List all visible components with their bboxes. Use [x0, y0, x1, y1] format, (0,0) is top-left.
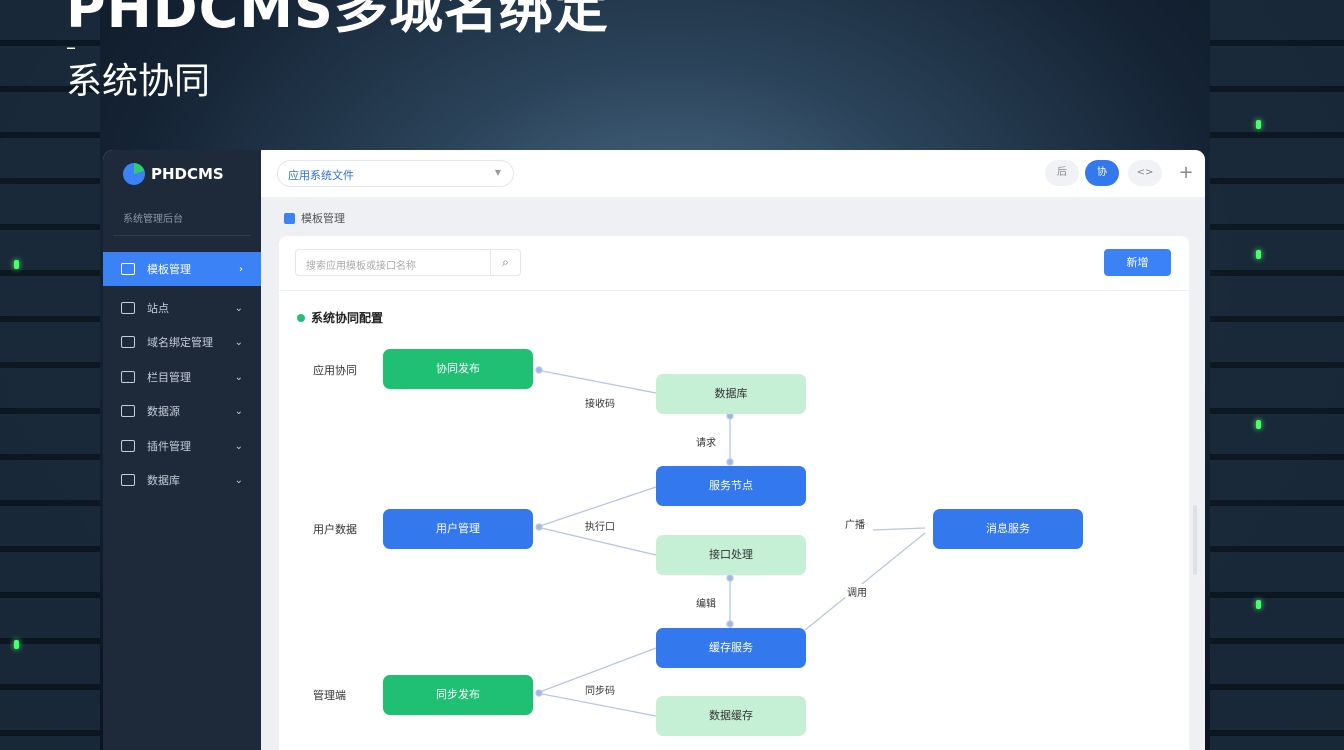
grid-icon	[121, 371, 135, 383]
chevron-down-icon: ⌄	[234, 474, 243, 486]
edge	[536, 369, 657, 394]
collab-button[interactable]: 协	[1085, 160, 1119, 186]
chevron-down-icon: ⌄	[234, 405, 243, 417]
status-dot	[297, 313, 305, 322]
add-button[interactable]: +	[1178, 162, 1194, 183]
server-rack-left	[0, 0, 100, 750]
flow-node[interactable]: 服务节点	[656, 466, 806, 506]
box-icon	[121, 263, 135, 275]
row-label: 管理端	[313, 689, 346, 702]
edge-label: 执行口	[583, 518, 617, 533]
file-icon	[121, 474, 135, 486]
hero-title: PHDCMS多城名绑定	[66, 0, 609, 40]
sidebar: PHDCMS 系统管理后台 模板管理 › 站点 ⌄ 域名绑定管理 ⌄ 栏目管理 ⌄ 数据…	[103, 150, 261, 750]
search-icon: ⌕	[502, 255, 509, 269]
flow-node[interactable]: 数据缓存	[656, 696, 806, 736]
status-led	[14, 640, 19, 649]
breadcrumb-text[interactable]: 模板管理	[301, 212, 345, 225]
row-label: 用户数据	[313, 523, 357, 536]
breadcrumb: 模板管理	[284, 210, 345, 226]
chevron-right-icon: ›	[239, 263, 243, 275]
sidebar-item-templates[interactable]: 模板管理 ›	[103, 252, 261, 286]
sidebar-item-columns[interactable]: 栏目管理 ⌄	[103, 360, 261, 394]
edge-dot	[726, 458, 734, 466]
edge-label: 接收码	[583, 395, 617, 410]
section-title-text: 系统协同配置	[311, 311, 384, 325]
caret-down-icon: ▼	[494, 168, 501, 177]
scrollbar[interactable]	[1193, 505, 1197, 575]
edge-label: 编辑	[694, 595, 718, 610]
sidebar-item-sites[interactable]: 站点 ⌄	[103, 291, 261, 325]
sidebar-item-label: 站点	[147, 302, 169, 315]
edge-dot	[535, 366, 543, 374]
plugin-icon	[121, 440, 135, 452]
sidebar-item-label: 数据源	[147, 405, 180, 418]
edge-dot	[726, 620, 734, 628]
edge	[804, 532, 926, 631]
back-button[interactable]: 后	[1045, 160, 1079, 186]
edge	[536, 692, 657, 717]
chevron-down-icon: ⌄	[234, 336, 243, 348]
sidebar-item-database[interactable]: 数据库 ⌄	[103, 463, 261, 497]
sidebar-item-label: 域名绑定管理	[147, 336, 213, 349]
status-led	[1256, 250, 1261, 259]
chevron-down-icon: ⌄	[234, 371, 243, 383]
sidebar-item-datasource[interactable]: 数据源 ⌄	[103, 394, 261, 428]
edge	[872, 527, 926, 531]
edge-label: 同步码	[583, 682, 617, 697]
edge-dot	[535, 689, 543, 697]
divider	[113, 235, 251, 236]
logo[interactable]: PHDCMS	[123, 163, 224, 185]
add-primary-button[interactable]: 新增	[1104, 249, 1171, 276]
edge	[536, 526, 657, 556]
system-select[interactable]: 应用系统文件 ▼	[277, 160, 514, 187]
flow-node[interactable]: 数据库	[656, 374, 806, 414]
flow-node[interactable]: 消息服务	[933, 509, 1083, 549]
hero-subtitle: 系统协同	[66, 61, 211, 102]
edge-dot	[535, 523, 543, 531]
section-title: 系统协同配置	[297, 309, 383, 326]
app-window: PHDCMS 系统管理后台 模板管理 › 站点 ⌄ 域名绑定管理 ⌄ 栏目管理 ⌄ 数据…	[103, 150, 1205, 750]
code-button[interactable]: <>	[1128, 160, 1162, 186]
flow-node[interactable]: 接口处理	[656, 535, 806, 575]
top-bar: 应用系统文件 ▼ 后 协 <> +	[261, 150, 1205, 197]
flow-node[interactable]: 同步发布	[383, 675, 533, 715]
calendar-icon	[121, 336, 135, 348]
server-rack-right	[1210, 0, 1344, 750]
logo-icon	[123, 163, 145, 185]
edge-label: 广播	[843, 516, 867, 531]
edge	[536, 647, 657, 694]
monitor-icon	[121, 302, 135, 314]
edge	[536, 486, 657, 528]
chevron-down-icon: ⌄	[234, 440, 243, 452]
edge-dot	[726, 574, 734, 582]
divider	[279, 290, 1189, 291]
hero-dash: –	[66, 35, 76, 59]
sidebar-item-plugins[interactable]: 插件管理 ⌄	[103, 429, 261, 463]
status-led	[1256, 120, 1261, 129]
chevron-down-icon: ⌄	[234, 302, 243, 314]
status-led	[1256, 420, 1261, 429]
sidebar-item-domains[interactable]: 域名绑定管理 ⌄	[103, 325, 261, 359]
status-led	[1256, 600, 1261, 609]
flow-edges	[535, 366, 926, 717]
edge-label: 调用	[845, 584, 869, 599]
flow-node[interactable]: 用户管理	[383, 509, 533, 549]
status-led	[14, 260, 19, 269]
page-icon	[284, 212, 295, 224]
sidebar-item-label: 栏目管理	[147, 371, 191, 384]
sidebar-subtitle: 系统管理后台	[123, 214, 183, 225]
sidebar-item-label: 插件管理	[147, 440, 191, 453]
sidebar-item-label: 模板管理	[147, 263, 191, 276]
database-icon	[121, 405, 135, 417]
edge-label: 请求	[694, 434, 718, 449]
flow-node[interactable]: 缓存服务	[656, 628, 806, 668]
sidebar-item-label: 数据库	[147, 474, 180, 487]
row-label: 应用协同	[313, 364, 357, 377]
flow-node[interactable]: 协同发布	[383, 349, 533, 389]
select-value: 应用系统文件	[288, 169, 354, 182]
logo-text: PHDCMS	[151, 165, 224, 183]
search-button[interactable]: ⌕	[490, 249, 521, 276]
